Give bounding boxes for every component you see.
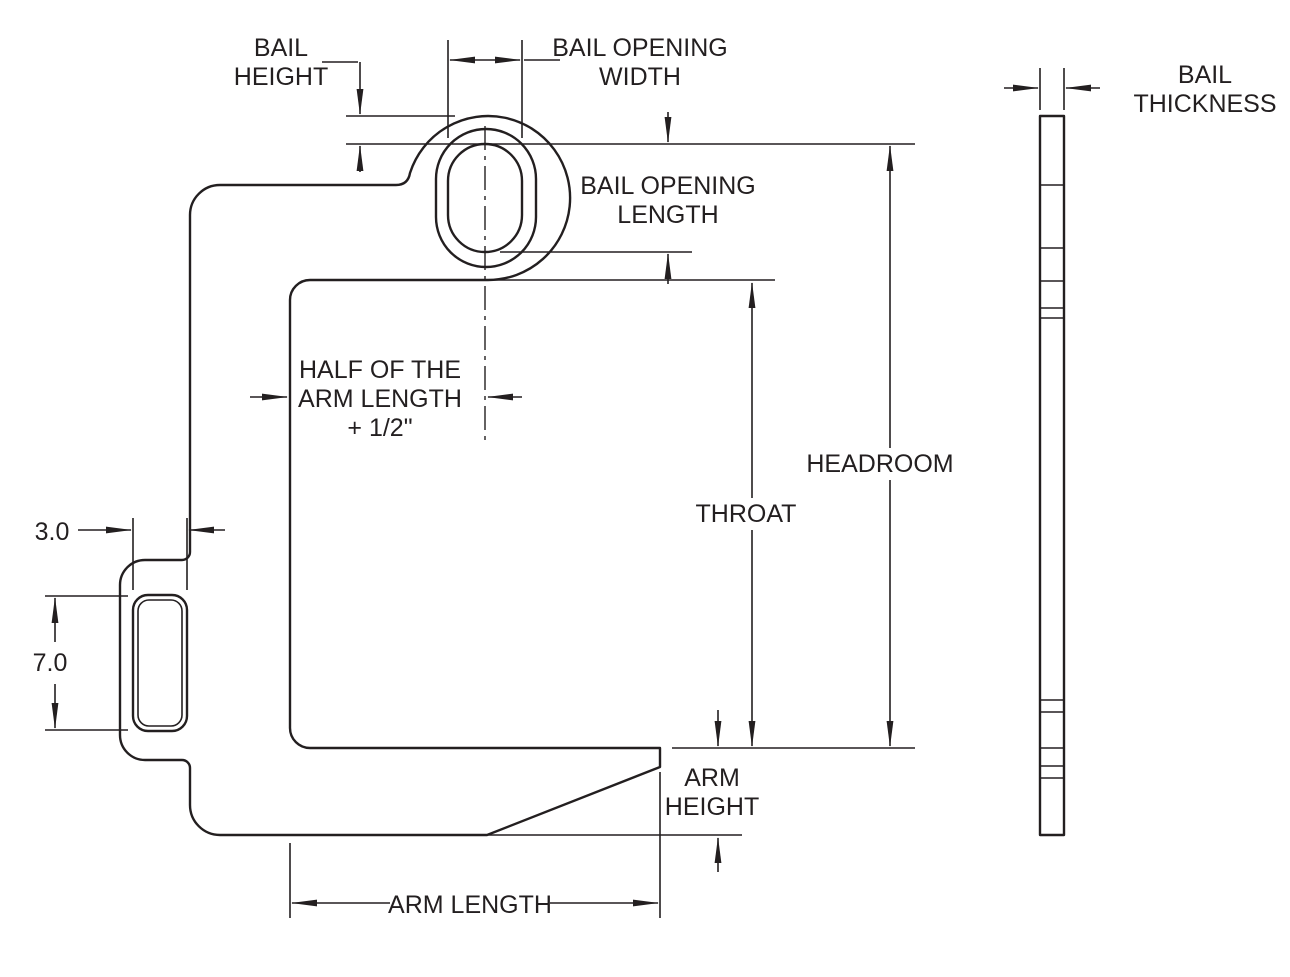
dim-bail-opening-length: BAIL OPENING LENGTH bbox=[346, 112, 915, 284]
dim-lug-hole-width: 3.0 bbox=[35, 518, 225, 590]
arm-height-label: ARM bbox=[684, 764, 740, 792]
dim-headroom: HEADROOM bbox=[672, 145, 954, 749]
lug-hole-inner-edge bbox=[137, 599, 183, 727]
bail-opening-width-label: BAIL OPENING bbox=[552, 34, 728, 62]
throat-label: THROAT bbox=[696, 500, 797, 528]
lug-hole bbox=[131, 593, 189, 733]
arm-height-label: HEIGHT bbox=[665, 793, 759, 821]
half-arm-length-label: + 1/2" bbox=[347, 414, 412, 442]
arm-length-label: ARM LENGTH bbox=[388, 891, 552, 919]
hook-side-view bbox=[1038, 114, 1066, 837]
bail-opening-length-label: LENGTH bbox=[617, 201, 718, 229]
dim-bail-height: BAIL HEIGHT bbox=[234, 34, 455, 172]
bail-opening-length-label: BAIL OPENING bbox=[580, 172, 756, 200]
dim-bail-thickness: BAIL THICKNESS bbox=[1004, 61, 1277, 118]
hook-front-view bbox=[118, 114, 662, 837]
dim-throat: THROAT bbox=[490, 279, 797, 747]
half-arm-length-label: HALF OF THE bbox=[299, 356, 461, 384]
dim-bail-opening-width: BAIL OPENING WIDTH bbox=[447, 34, 728, 138]
bail-height-label: BAIL bbox=[254, 34, 308, 62]
bail-thickness-label: THICKNESS bbox=[1133, 90, 1276, 118]
lug-hole-width-label: 3.0 bbox=[35, 518, 70, 546]
side-plate bbox=[1038, 114, 1066, 837]
bail-thickness-label: BAIL bbox=[1178, 61, 1232, 89]
dim-lug-hole-height: 7.0 bbox=[33, 595, 128, 731]
bail-height-label: HEIGHT bbox=[234, 63, 328, 91]
dim-half-arm-length: HALF OF THE ARM LENGTH + 1/2" bbox=[250, 356, 522, 442]
dim-arm-height: ARM HEIGHT bbox=[487, 710, 759, 872]
headroom-label: HEADROOM bbox=[806, 450, 953, 478]
dim-arm-length: ARM LENGTH bbox=[289, 772, 661, 919]
lug-hole-height-label: 7.0 bbox=[33, 649, 68, 677]
half-arm-length-label: ARM LENGTH bbox=[298, 385, 462, 413]
bail-opening-width-label: WIDTH bbox=[599, 63, 681, 91]
hook-body-outline bbox=[118, 114, 662, 837]
bail-boss-ring bbox=[434, 127, 538, 269]
